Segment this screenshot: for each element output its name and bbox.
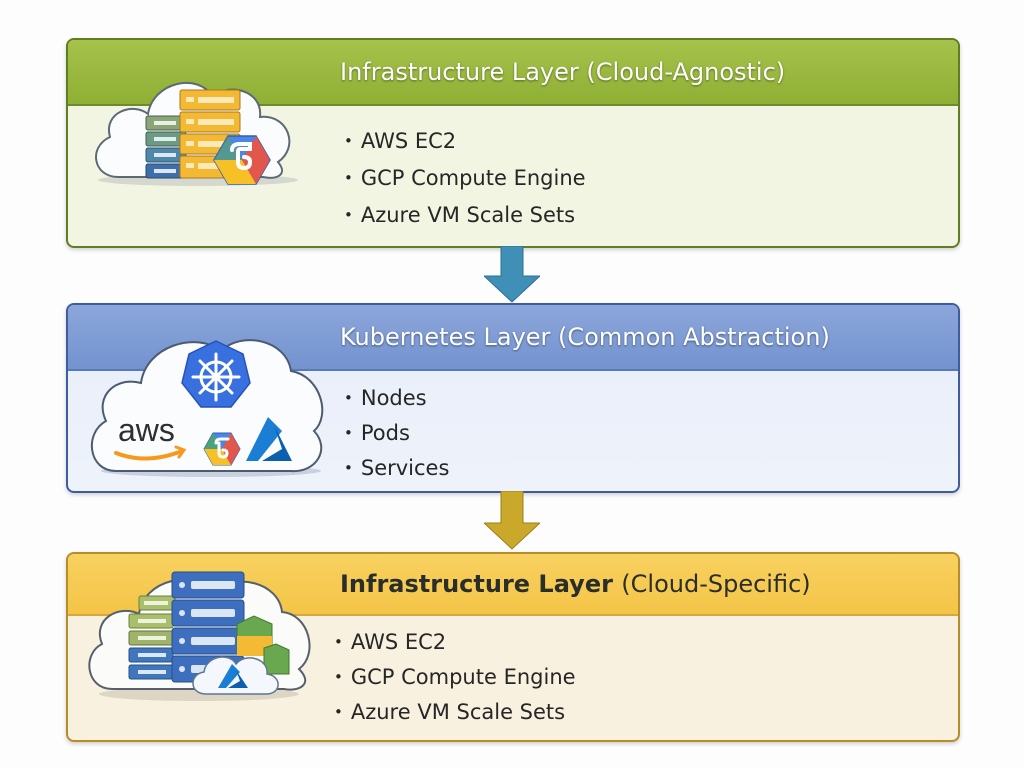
list-item: • AWS EC2: [334, 624, 576, 659]
bullet: •: [334, 702, 343, 721]
layer-title: Infrastructure Layer (Cloud-Agnostic): [340, 58, 785, 86]
layer-infrastructure-cloud-specific: Infrastructure Layer (Cloud-Specific): [66, 552, 960, 742]
kubernetes-icon: [181, 340, 251, 408]
layer-title: Infrastructure Layer (Cloud-Specific): [340, 570, 811, 598]
azure-icon: [246, 417, 292, 461]
server-stack-small: [128, 595, 176, 680]
bullet: •: [344, 458, 353, 477]
list-item-text: Azure VM Scale Sets: [360, 202, 576, 227]
layer-title: Kubernetes Layer (Common Abstraction): [340, 323, 830, 351]
bullet: •: [344, 131, 353, 150]
list-item: • Azure VM Scale Sets: [344, 196, 586, 233]
layer-title-sub: (Common Abstraction): [558, 323, 830, 351]
layer-kubernetes-common-abstraction: Kubernetes Layer (Common Abstraction) aw…: [66, 303, 960, 493]
bullet: •: [334, 667, 343, 686]
list-item: • Services: [344, 450, 449, 485]
list-item: • GCP Compute Engine: [334, 659, 576, 694]
layer-title-main: Infrastructure Layer: [340, 58, 579, 86]
layer-title-main: Infrastructure Layer: [340, 570, 613, 598]
arrow-down-icon: [484, 491, 540, 550]
aws-logo: aws: [114, 412, 187, 461]
bullet: •: [344, 205, 353, 224]
layer-infrastructure-cloud-agnostic: Infrastructure Layer (Cloud-Agnostic): [66, 38, 960, 248]
layer-title-main: Kubernetes Layer: [340, 323, 551, 351]
cloud-server-stack-gcp-icon: [95, 81, 298, 186]
list-item-text: Azure VM Scale Sets: [350, 699, 566, 724]
bullet: •: [344, 388, 353, 407]
layer-items-list: • Nodes • Pods • Services: [344, 380, 449, 485]
cloud-server-stack-azure-icon: [88, 571, 311, 701]
list-item-text: Nodes: [360, 385, 427, 410]
arrow-down-icon: [484, 246, 540, 303]
list-item: • Nodes: [344, 380, 449, 415]
list-item: • GCP Compute Engine: [344, 159, 586, 196]
gcp-compute-icon: [213, 135, 271, 185]
list-item: • Azure VM Scale Sets: [334, 694, 576, 729]
bullet: •: [334, 632, 343, 651]
cloud-kubernetes-aws-gcp-azure-icon: aws: [90, 339, 324, 477]
list-item-text: GCP Compute Engine: [360, 165, 586, 190]
bullet: •: [344, 168, 353, 187]
list-item-text: Services: [360, 455, 450, 480]
aws-logo-text: aws: [118, 412, 175, 448]
server-stack-small: [145, 115, 187, 179]
list-item: • AWS EC2: [344, 122, 586, 159]
layer-items-list: • AWS EC2 • GCP Compute Engine • Azure VM S…: [344, 122, 586, 233]
list-item: • Pods: [344, 415, 449, 450]
layer-items-list: • AWS EC2 • GCP Compute Engine • Azure VM S…: [334, 624, 576, 729]
bullet: •: [344, 423, 353, 442]
list-item-text: AWS EC2: [350, 629, 447, 654]
list-item-text: GCP Compute Engine: [350, 664, 576, 689]
list-item-text: AWS EC2: [360, 128, 457, 153]
list-item-text: Pods: [360, 420, 410, 445]
azure-cloud-icon: [192, 656, 279, 695]
layer-title-sub: (Cloud-Specific): [621, 570, 811, 598]
layer-title-sub: (Cloud-Agnostic): [586, 58, 786, 86]
gcp-compute-icon: [203, 432, 241, 466]
